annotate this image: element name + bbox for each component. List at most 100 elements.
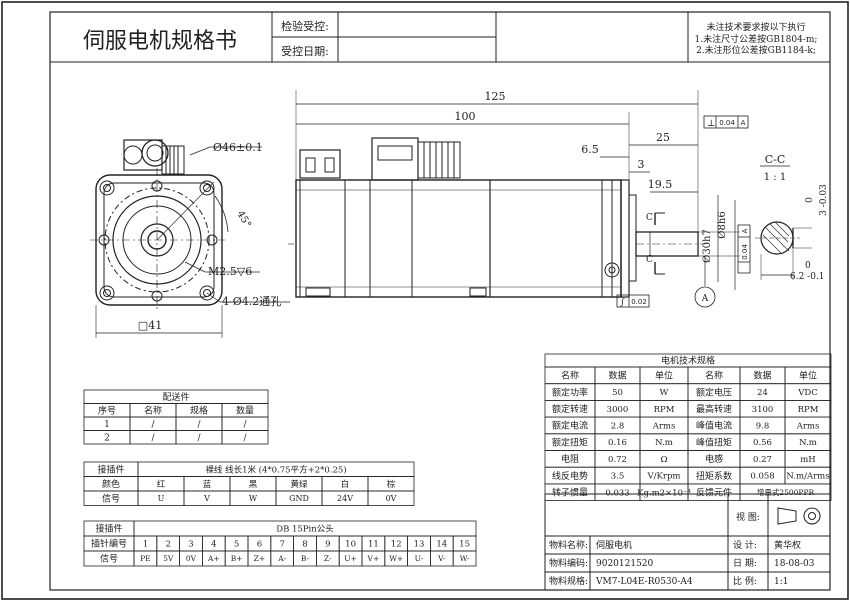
parts-cell: / — [197, 420, 201, 430]
wire-color: 白 — [341, 479, 350, 490]
spec-header: 名称 — [561, 370, 579, 382]
spec-cell: 3100 — [752, 405, 774, 415]
svg-text:⊥: ⊥ — [707, 119, 715, 129]
wire-color: 棕 — [387, 479, 396, 490]
pin-signal-label: 信号 — [100, 553, 118, 565]
dim-body-length: 100 — [455, 110, 476, 123]
parts-header: 规格 — [190, 404, 208, 416]
key-tol-val: 3 -0.03 — [819, 184, 829, 216]
parts-header: 数量 — [236, 404, 254, 416]
spec-cell: 0.16 — [608, 438, 627, 448]
note-line-3: 2.未注形位公差按GB1184-k; — [696, 44, 816, 56]
spec-cell: VDC — [797, 388, 817, 398]
spec-cell: 额定功率 — [552, 386, 588, 398]
parts-cell-cell — [221, 430, 269, 445]
pin-number: 9 — [325, 540, 330, 550]
spec-value: VM7-L04E-R0530-A4 — [595, 577, 693, 587]
key-width-zero: 0 — [805, 261, 811, 271]
design-value: 黄华权 — [774, 539, 801, 551]
spec-cell: 电阻 — [561, 453, 579, 465]
flange-circle-dim: Ø46±0.1 — [213, 141, 263, 154]
spec-cell: 额定电流 — [552, 420, 588, 432]
spec-cell: N.m — [799, 438, 817, 448]
name-value: 伺服电机 — [596, 539, 632, 551]
spec-cell: 50 — [612, 388, 623, 398]
spec-cell: RPM — [798, 405, 819, 415]
front-connector — [123, 139, 185, 175]
spec-header: 单位 — [799, 370, 817, 382]
pin-signal: A+ — [207, 554, 220, 563]
spec-cell: 2.8 — [611, 422, 625, 432]
parts-cell: / — [243, 433, 247, 443]
spigot-dim: Ø30h7 — [702, 229, 713, 263]
spec-cell: Arms — [796, 422, 820, 432]
perp-tol: 0.04 — [719, 119, 735, 127]
pin-number: 12 — [391, 540, 402, 550]
spec-cell: 0.27 — [753, 455, 772, 465]
spec-header: 数据 — [608, 370, 626, 382]
pin-signal: V- — [437, 554, 446, 563]
pin-signal-cell — [452, 550, 477, 567]
wire-signal: GND — [289, 494, 309, 503]
parts-caption: 配送件 — [162, 391, 189, 403]
square-dim: □41 — [138, 319, 162, 332]
side-flange — [620, 179, 630, 298]
date-info-label: 日 期: — [733, 558, 757, 569]
code-label: 物料编码: — [549, 557, 588, 569]
key-tol-top: 0 — [805, 197, 815, 203]
spec-cell: 峰值电流 — [696, 420, 732, 432]
pin-number: 13 — [414, 540, 425, 550]
design-label: 设 计: — [733, 539, 757, 551]
pin-number: 10 — [345, 540, 356, 550]
pin-number: 4 — [211, 540, 216, 550]
drawing-title: 伺服电机规格书 — [83, 29, 237, 54]
spec-cell: 额定扭矩 — [552, 436, 588, 448]
section-title: C-C — [765, 153, 786, 166]
pin-signal: Z+ — [254, 554, 266, 563]
pin-signal: V+ — [367, 554, 380, 563]
date-value: 18-08-03 — [774, 559, 815, 569]
spec-cell: V/Krpm — [647, 472, 681, 482]
spec-header: 名称 — [705, 370, 723, 382]
spec-cell: 扭矩系数 — [696, 470, 732, 482]
wire-signal-cell — [367, 490, 415, 506]
spec-header: 数据 — [753, 370, 771, 382]
spec-cell: 额定电压 — [696, 386, 732, 398]
pin-signal: PE — [140, 554, 151, 563]
perp-datum: A — [741, 119, 746, 127]
spec-cell: 额定转速 — [552, 403, 588, 415]
pin-number: 3 — [188, 540, 193, 550]
spec-cell: 0.56 — [753, 438, 772, 448]
note-line-2: 1.未注尺寸公差按GB1804-m; — [695, 33, 818, 45]
spec-cell: 24 — [757, 388, 768, 398]
spec-cell: RPM — [654, 405, 675, 415]
spec-cell: N.m/Arms — [786, 472, 829, 482]
pin-signal: A- — [277, 554, 286, 563]
spec-cell: 增量式2500PPR — [757, 487, 815, 497]
side-connectors — [299, 137, 461, 181]
dim-total-length: 125 — [485, 90, 506, 103]
spec-cell: 峰值扭矩 — [696, 436, 732, 448]
pin-signal: U+ — [344, 554, 357, 563]
runout-tol: 0.04 — [741, 244, 749, 260]
pin-number: 8 — [302, 540, 307, 550]
spec-label: 物料规格: — [549, 575, 588, 587]
spec-cell: mH — [800, 455, 815, 465]
wire-signal-label: 信号 — [102, 492, 120, 504]
pin-number: 1 — [143, 540, 148, 550]
wire-plug-desc: 裸线 线长1米 (4*0.75平方+2*0.25) — [205, 464, 346, 475]
pin-number: 5 — [234, 540, 239, 550]
pin-signal: W+ — [389, 554, 403, 563]
spec-cell: 转子惯量 — [552, 486, 588, 498]
spec-header: 单位 — [655, 370, 673, 382]
date-label: 受控日期: — [281, 44, 329, 58]
dim-6-5: 6.5 — [581, 143, 599, 156]
dim-19-5: 19.5 — [648, 178, 673, 191]
section-scale: 1 : 1 — [764, 172, 786, 183]
